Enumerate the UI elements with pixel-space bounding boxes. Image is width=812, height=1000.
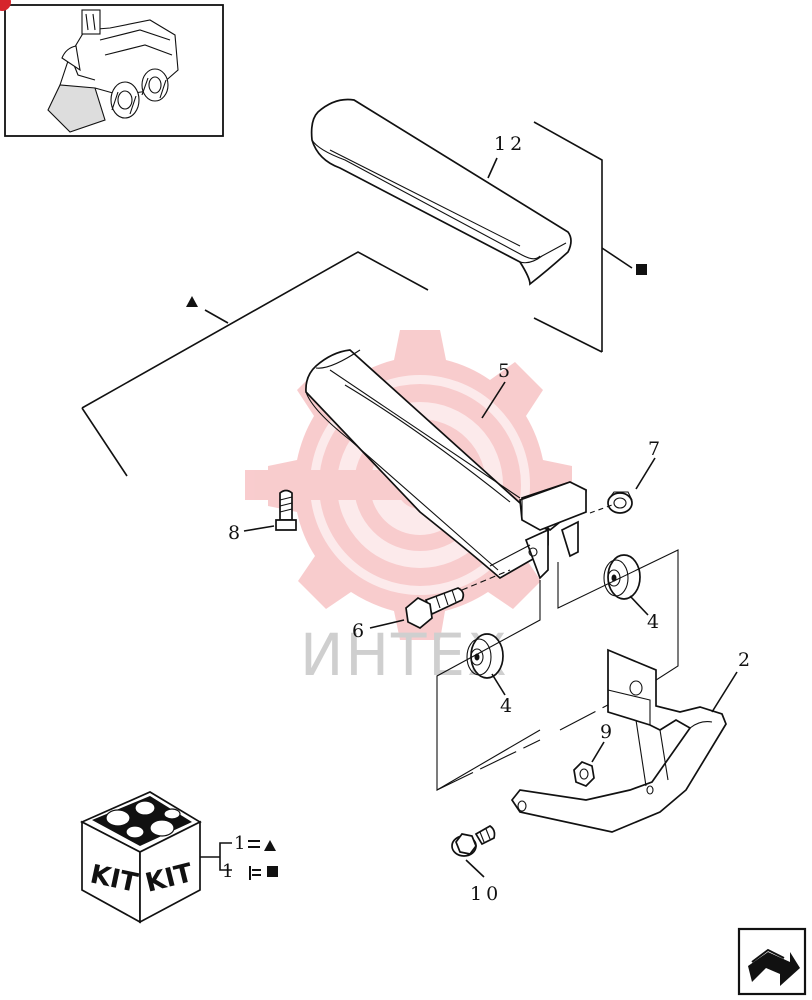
callout-10: 10: [470, 883, 502, 905]
kit-box-icon: KIT KIT: [80, 791, 202, 924]
frame-lower-left: [436, 580, 541, 791]
leader-6: [369, 619, 405, 629]
callout-6: 6: [352, 620, 368, 642]
part-5-armrest-assembly: [305, 349, 587, 580]
next-page-button[interactable]: [737, 927, 807, 996]
leader-8: [243, 525, 275, 532]
leader-12: [487, 157, 498, 179]
square-marker-icon: [636, 264, 647, 275]
legend-row2-qty: 1: [222, 861, 233, 882]
kit-legend-bracket: [200, 842, 232, 871]
legend-row1-qty: 1: [234, 833, 245, 854]
leader-triangle: [204, 309, 229, 324]
part-4-bearing-upper: [603, 554, 641, 600]
centerline-7: [589, 504, 613, 514]
frame-upper-right: [557, 549, 679, 701]
leader-2: [711, 671, 738, 713]
legend-row2-equals-icon: [249, 866, 261, 880]
skid-steer-loader-thumbnail: [47, 9, 179, 133]
leader-10: [465, 859, 485, 878]
part-6-bolt: [405, 587, 465, 630]
part-7-nut: [607, 491, 633, 514]
legend-triangle-icon: [264, 840, 276, 851]
callout-12: 12: [494, 133, 526, 155]
part-10-flange-bolt: [451, 825, 496, 857]
leader-4a: [491, 673, 506, 696]
callout-2: 2: [738, 649, 754, 671]
callout-5: 5: [498, 360, 514, 382]
callout-7: 7: [648, 438, 664, 460]
part-8-bolt: [275, 489, 297, 531]
thumbnail-frame: [0, 0, 224, 137]
legend-square-icon: [267, 866, 278, 877]
part-2-mounting-bracket: [510, 648, 727, 833]
callout-4a: 4: [500, 695, 516, 717]
leader-5: [481, 381, 506, 419]
bracket-12: [533, 121, 603, 353]
callout-4b: 4: [647, 611, 663, 633]
centerline-6: [461, 569, 511, 591]
callout-8: 8: [228, 522, 244, 544]
triangle-marker-icon: [186, 296, 198, 307]
callout-9: 9: [600, 721, 616, 743]
frame-link: [436, 695, 626, 791]
leader-square: [601, 247, 633, 269]
next-page-arrow-icon: [748, 948, 800, 986]
corner-badge-icon: [0, 0, 11, 11]
legend-row1-equals-icon: [248, 840, 260, 848]
leader-9: [591, 741, 605, 763]
part-9-nut: [573, 761, 595, 787]
leader-4b: [629, 595, 649, 616]
leader-7: [635, 457, 656, 490]
part-12-armrest-pad: [310, 98, 572, 286]
bracket-5: [81, 251, 429, 477]
